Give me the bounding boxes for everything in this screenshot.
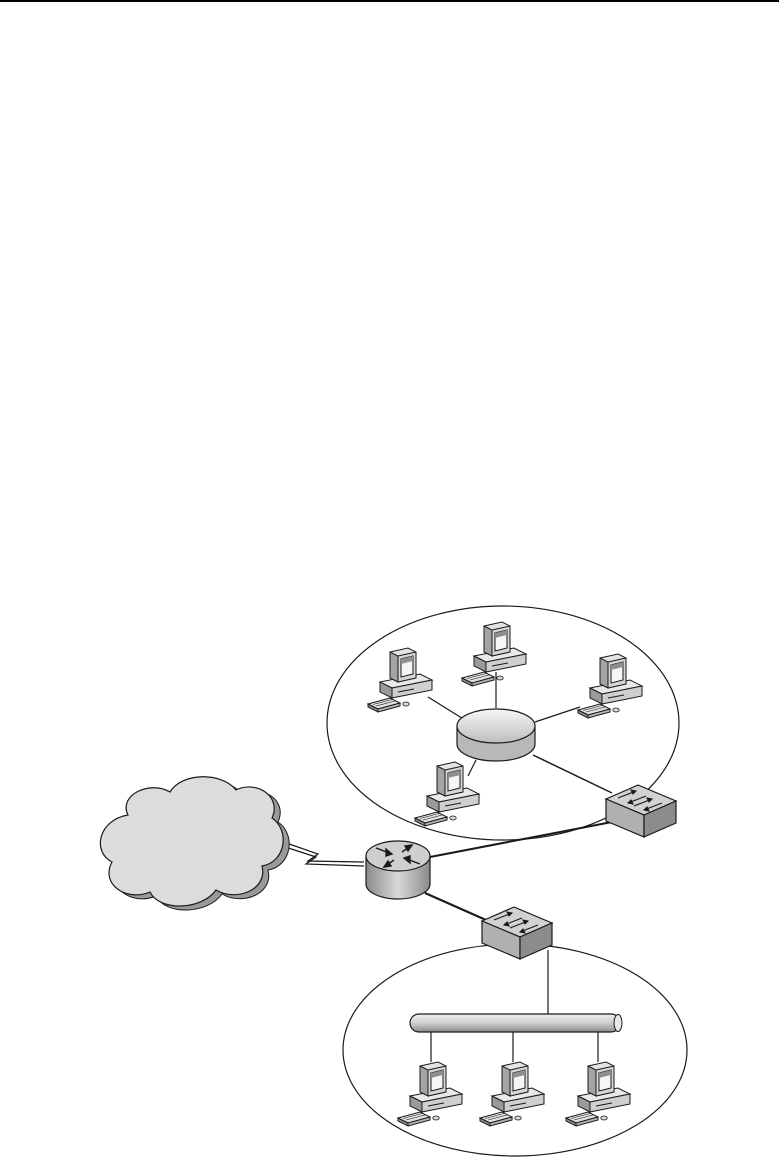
- links: [272, 672, 612, 1062]
- switch-upper: [606, 785, 676, 837]
- link-router-switch-upper: [430, 822, 612, 857]
- link-hub-pc-ring-1: [428, 697, 465, 720]
- link-hub-switch-upper: [533, 755, 612, 793]
- token-ring-hub: [457, 709, 535, 761]
- pc-ring-2: [462, 622, 526, 686]
- switch-lower: [482, 907, 552, 959]
- pc-bus-3: [566, 1062, 630, 1126]
- lower-lan-boundary: [343, 944, 687, 1156]
- pc-ring-3: [578, 654, 642, 718]
- pc-bus-1: [398, 1062, 462, 1126]
- pc-ring-1: [368, 648, 432, 712]
- link-hub-pc-ring-4: [468, 760, 476, 776]
- link-hub-pc-ring-3: [535, 707, 580, 722]
- pc-bus-2: [480, 1062, 544, 1126]
- pc-ring-4: [415, 762, 479, 826]
- bus-backbone: [410, 1014, 622, 1032]
- wan-cloud: [100, 777, 289, 910]
- link-router-switch-lower: [425, 893, 486, 920]
- router: [366, 841, 430, 899]
